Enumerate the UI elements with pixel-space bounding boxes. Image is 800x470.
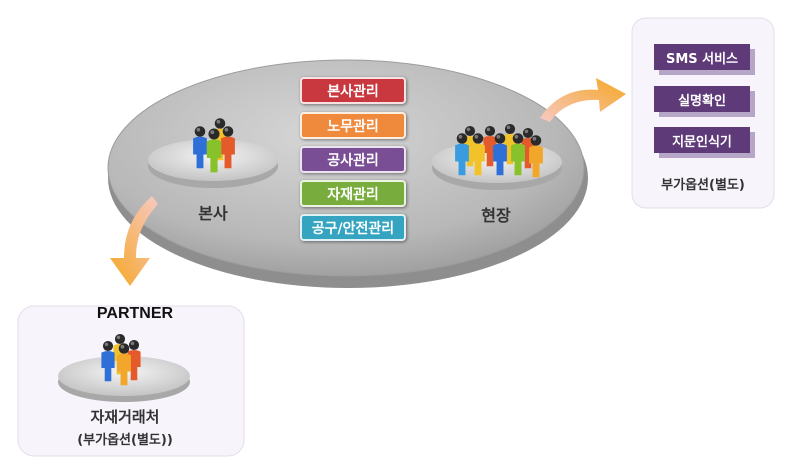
option-label: 실명확인	[678, 93, 726, 109]
option-button-sms-service[interactable]: SMS 서비스	[654, 44, 750, 70]
arrow-to-partner-icon	[110, 196, 158, 286]
module-button-material-management[interactable]: 자재관리	[300, 180, 406, 207]
partner-people-icon	[101, 333, 141, 386]
module-button-tool-safety-management[interactable]: 공구/안전관리	[300, 214, 406, 241]
module-label: 공사관리	[327, 152, 379, 169]
module-button-labor-management[interactable]: 노무관리	[300, 112, 406, 139]
module-label: 본사관리	[327, 83, 379, 100]
module-button-hq-management[interactable]: 본사관리	[300, 77, 406, 104]
site-label: 현장	[481, 206, 511, 225]
module-button-construction-management[interactable]: 공사관리	[300, 146, 406, 173]
option-label: SMS 서비스	[665, 51, 739, 67]
arrow-to-options-icon	[540, 78, 626, 122]
partner-title: PARTNER	[96, 305, 174, 322]
module-label: 공구/안전관리	[311, 220, 395, 237]
options-caption: 부가옵션(별도)	[661, 178, 745, 193]
option-label: 지문인식기	[672, 134, 732, 150]
partner-label: 자재거래처	[90, 408, 160, 426]
partner-sublabel: (부가옵션(별도))	[77, 433, 173, 448]
module-label: 자재관리	[327, 186, 379, 203]
module-label: 노무관리	[327, 118, 379, 135]
hq-label: 본사	[198, 204, 228, 223]
option-button-fingerprint-reader[interactable]: 지문인식기	[654, 127, 750, 153]
option-button-real-name-verification[interactable]: 실명확인	[654, 86, 750, 112]
